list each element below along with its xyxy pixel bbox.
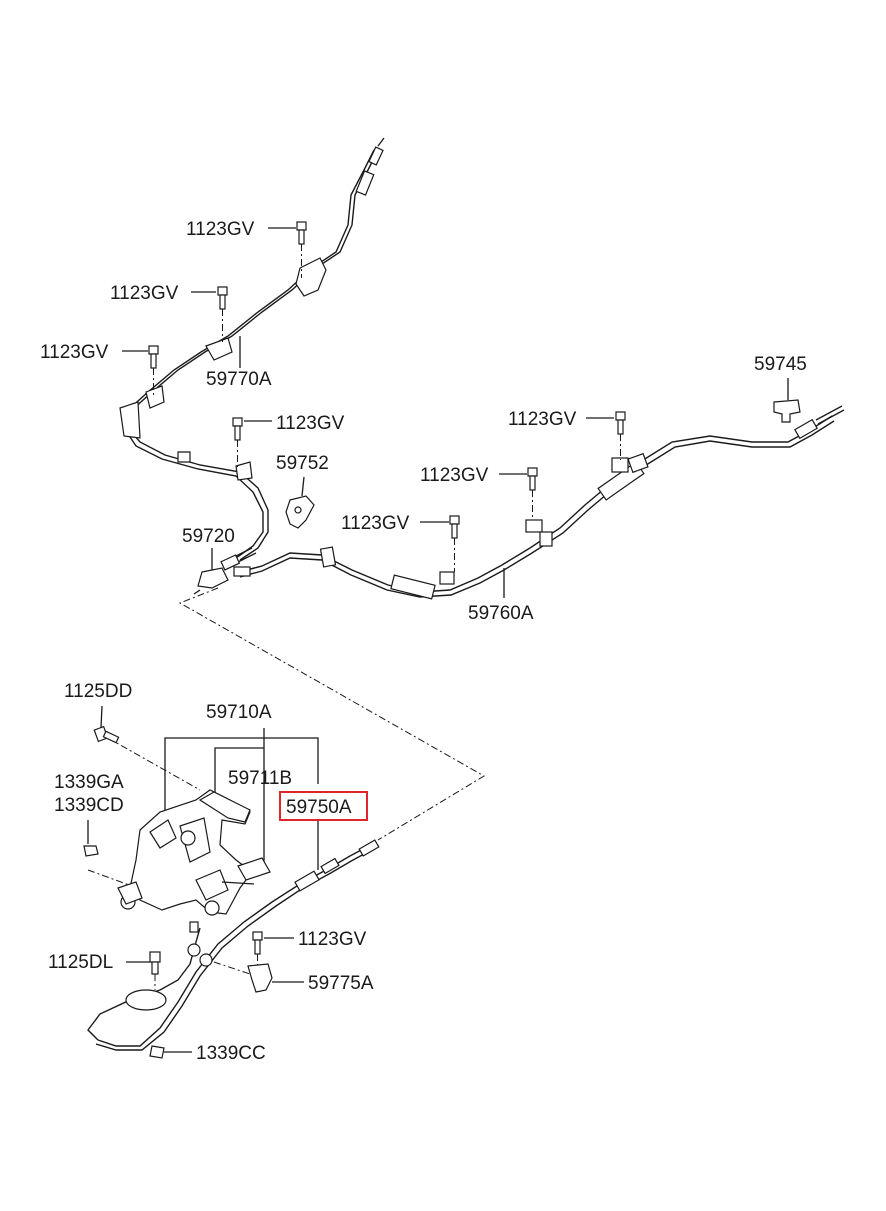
label-lever-59710a: 59710A xyxy=(206,702,272,723)
callout-labels: 1123GV 1123GV 1123GV 59770A 1123GV 59752… xyxy=(40,219,807,1064)
link-line xyxy=(178,587,485,841)
label-cable-59770a: 59770A xyxy=(206,369,272,390)
label-bolt-1123gv: 1123GV xyxy=(40,342,109,363)
bolt-icon xyxy=(125,951,167,1011)
label-bolt-1123gv: 1123GV xyxy=(341,513,410,534)
equalizer-icon xyxy=(193,548,229,595)
bolt-icon xyxy=(296,221,307,278)
label-bolt-1125dl: 1125DL xyxy=(48,952,113,973)
clip-icon xyxy=(149,1045,192,1059)
label-bolt-1123gv: 1123GV xyxy=(110,283,179,304)
label-clip-1339cd: 1339CD xyxy=(54,795,124,816)
clip-icon xyxy=(83,820,99,857)
label-clip-59745: 59745 xyxy=(754,354,807,375)
lever-cable xyxy=(87,839,380,1051)
label-bracket-59752: 59752 xyxy=(276,453,329,474)
link-line xyxy=(107,737,201,791)
bracket-icon xyxy=(213,961,304,993)
bolt-icon xyxy=(527,467,538,520)
label-clip-1339cc: 1339CC xyxy=(196,1043,266,1064)
bolt-icon xyxy=(93,705,120,744)
label-cable-59750a[interactable]: 59750A xyxy=(286,797,352,818)
bolt-icon xyxy=(252,931,294,968)
bolt-icon xyxy=(615,411,626,460)
label-clip-1339ga: 1339GA xyxy=(54,772,124,793)
label-lever-59711b: 59711B xyxy=(228,768,292,789)
bolt-icon xyxy=(449,515,460,572)
label-bolt-1123gv: 1123GV xyxy=(420,465,489,486)
label-bolt-1123gv: 1123GV xyxy=(276,413,345,434)
label-cable-59760a: 59760A xyxy=(468,603,534,624)
clip-icon xyxy=(773,378,801,423)
parking-lever-icon xyxy=(117,789,271,916)
front-cable xyxy=(119,137,385,571)
bolt-icon xyxy=(148,345,159,398)
highlight-box xyxy=(279,791,368,821)
bolt-icon xyxy=(217,286,228,342)
bracket-icon xyxy=(285,476,315,529)
bolt-icon xyxy=(232,417,243,468)
label-bracket-59775a: 59775A xyxy=(308,973,374,994)
label-bolt-1123gv: 1123GV xyxy=(298,929,367,950)
rear-cable xyxy=(233,405,845,600)
link-line xyxy=(87,869,133,887)
label-bolt-1123gv: 1123GV xyxy=(186,219,255,240)
label-bolt-1125dd: 1125DD xyxy=(64,681,132,702)
label-bolt-1123gv: 1123GV xyxy=(508,409,577,430)
label-equalizer-59720: 59720 xyxy=(182,526,235,547)
